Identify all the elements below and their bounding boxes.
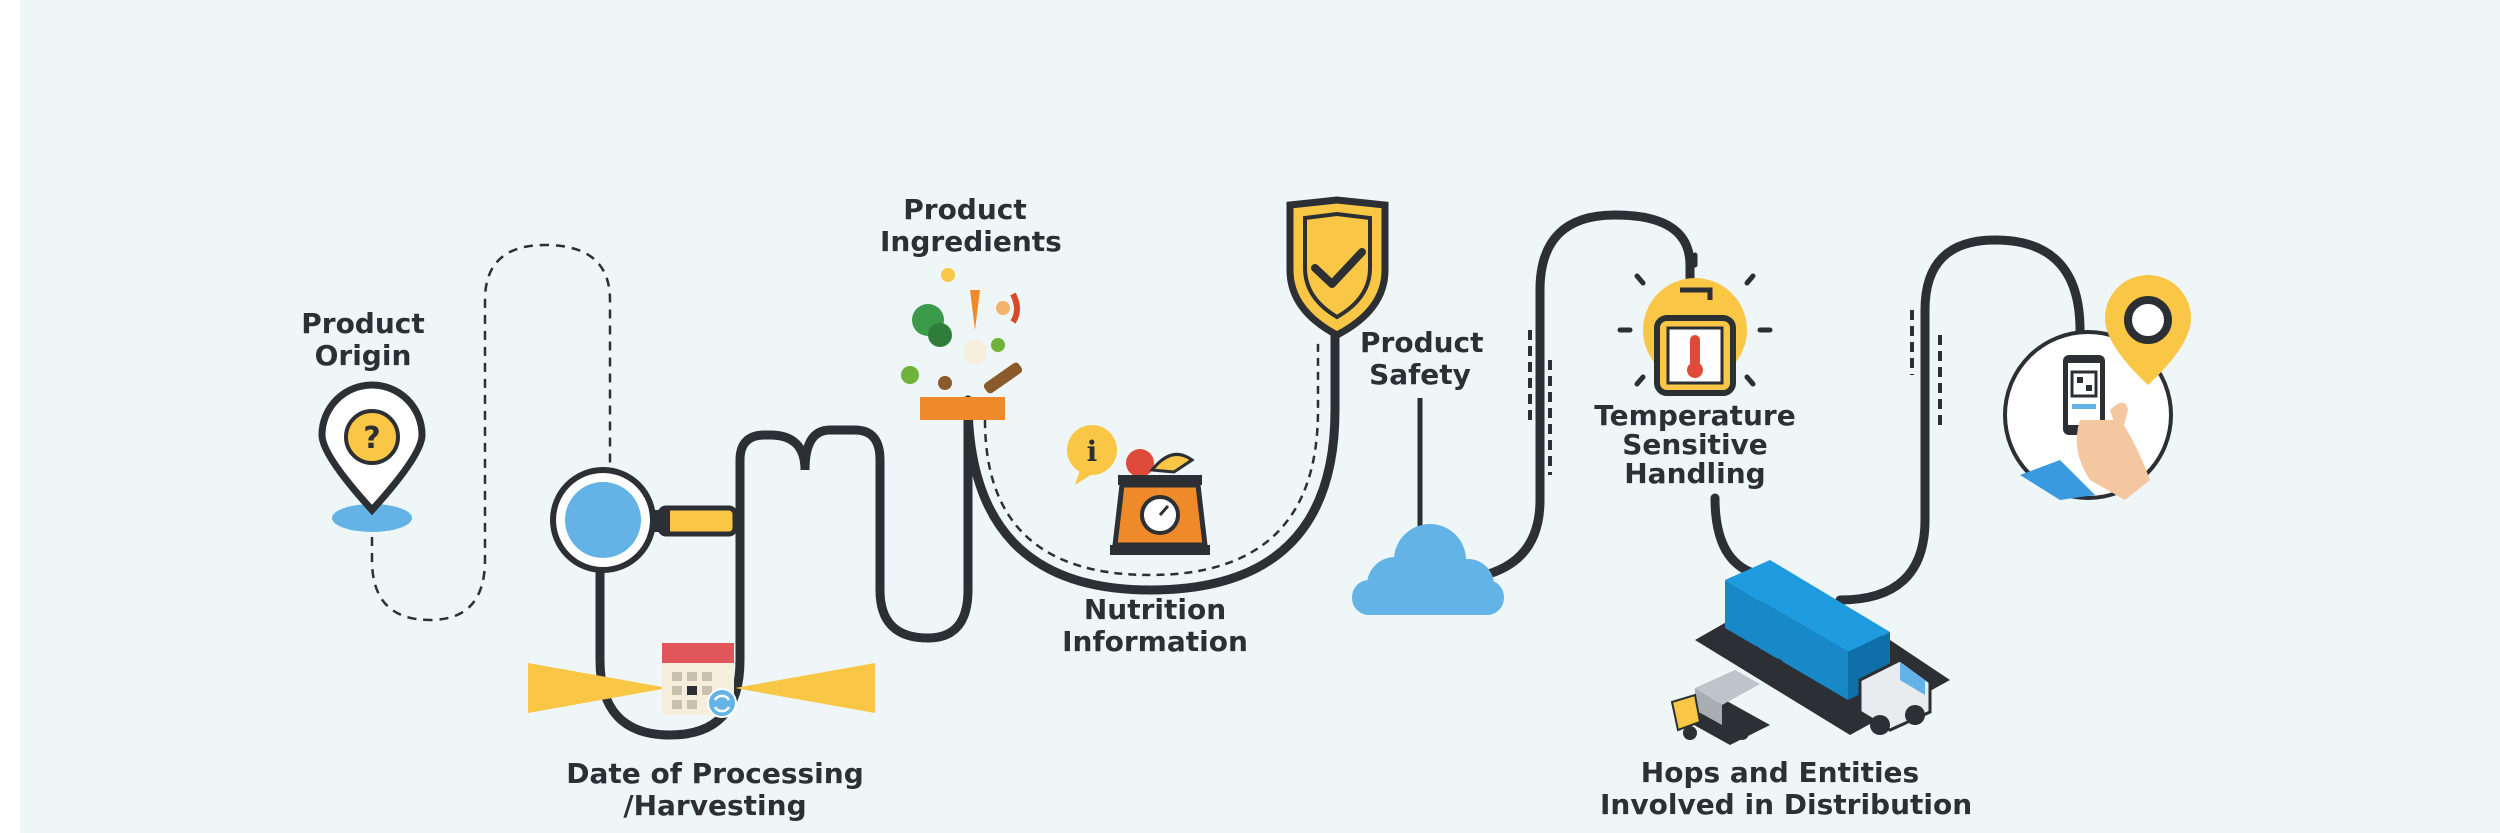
label-nutrition-information-line1: Nutrition xyxy=(1083,593,1227,626)
vegetables-bowl-icon xyxy=(901,268,1023,420)
main-path-truck-to-phone xyxy=(1835,235,2085,605)
label-date-processing-line2: /Harvesting xyxy=(623,789,807,822)
svg-text:i: i xyxy=(1087,435,1098,468)
label-product-ingredients: Product Ingredients xyxy=(880,193,1062,258)
highlight-left xyxy=(528,663,668,713)
delivery-trucks-icon xyxy=(1670,560,1950,745)
label-product-safety-line1: Product xyxy=(1360,326,1484,359)
label-temperature-handling-line3: Handling xyxy=(1624,457,1766,490)
highlight-right xyxy=(735,663,875,713)
magnifying-glass-icon xyxy=(550,467,738,573)
label-product-ingredients-line1: Product xyxy=(903,193,1027,226)
cloud-icon xyxy=(1352,524,1504,615)
side-dashes-1 xyxy=(1528,330,1552,475)
main-path-thermo-to-truck xyxy=(1710,493,1765,580)
dashed-inner-path xyxy=(983,340,1320,577)
phone-qr-scan-icon xyxy=(2003,330,2173,500)
label-temperature-handling: Temperature Sensitive Handling xyxy=(1590,401,1800,488)
calendar-icon xyxy=(662,643,737,718)
label-product-origin-line1: Product xyxy=(301,307,425,340)
label-product-safety: Product Safety xyxy=(1360,326,1484,391)
label-hops-entities-line2: Involved in Distribution xyxy=(1600,788,1973,821)
dashed-path-origin xyxy=(370,243,612,622)
label-product-origin-line2: Origin xyxy=(314,339,412,372)
label-product-safety-line2: Safety xyxy=(1369,358,1471,391)
label-nutrition-information: Nutrition Information xyxy=(1060,594,1250,658)
label-date-processing: Date of Processing /Harvesting xyxy=(560,758,870,822)
label-hops-entities-line1: Hops and Entities xyxy=(1640,756,1920,789)
label-temperature-handling-line1: Temperature xyxy=(1594,399,1796,432)
label-nutrition-information-line2: Information xyxy=(1062,625,1248,658)
shield-check-icon xyxy=(1286,196,1389,339)
label-product-ingredients-line2: Ingredients xyxy=(880,225,1062,258)
label-product-origin: Product Origin xyxy=(293,308,433,372)
svg-text:?: ? xyxy=(363,421,380,456)
label-temperature-handling-line2: Sensitive xyxy=(1622,428,1768,461)
location-pin-icon xyxy=(2105,275,2191,385)
main-path xyxy=(595,395,973,740)
thermometer-tag-icon xyxy=(1617,252,1773,396)
label-date-processing-line1: Date of Processing xyxy=(566,757,864,790)
kitchen-scale-icon xyxy=(1110,449,1210,555)
label-hops-entities: Hops and Entities Involved in Distributi… xyxy=(1600,756,1973,821)
location-question-icon: ? xyxy=(318,381,426,532)
side-dashes-2 xyxy=(1910,310,1942,425)
main-path-ingredients-to-shield xyxy=(963,315,1340,595)
main-path-cloud-to-thermo xyxy=(1480,210,1695,580)
info-bubble-icon: i xyxy=(1067,425,1117,485)
